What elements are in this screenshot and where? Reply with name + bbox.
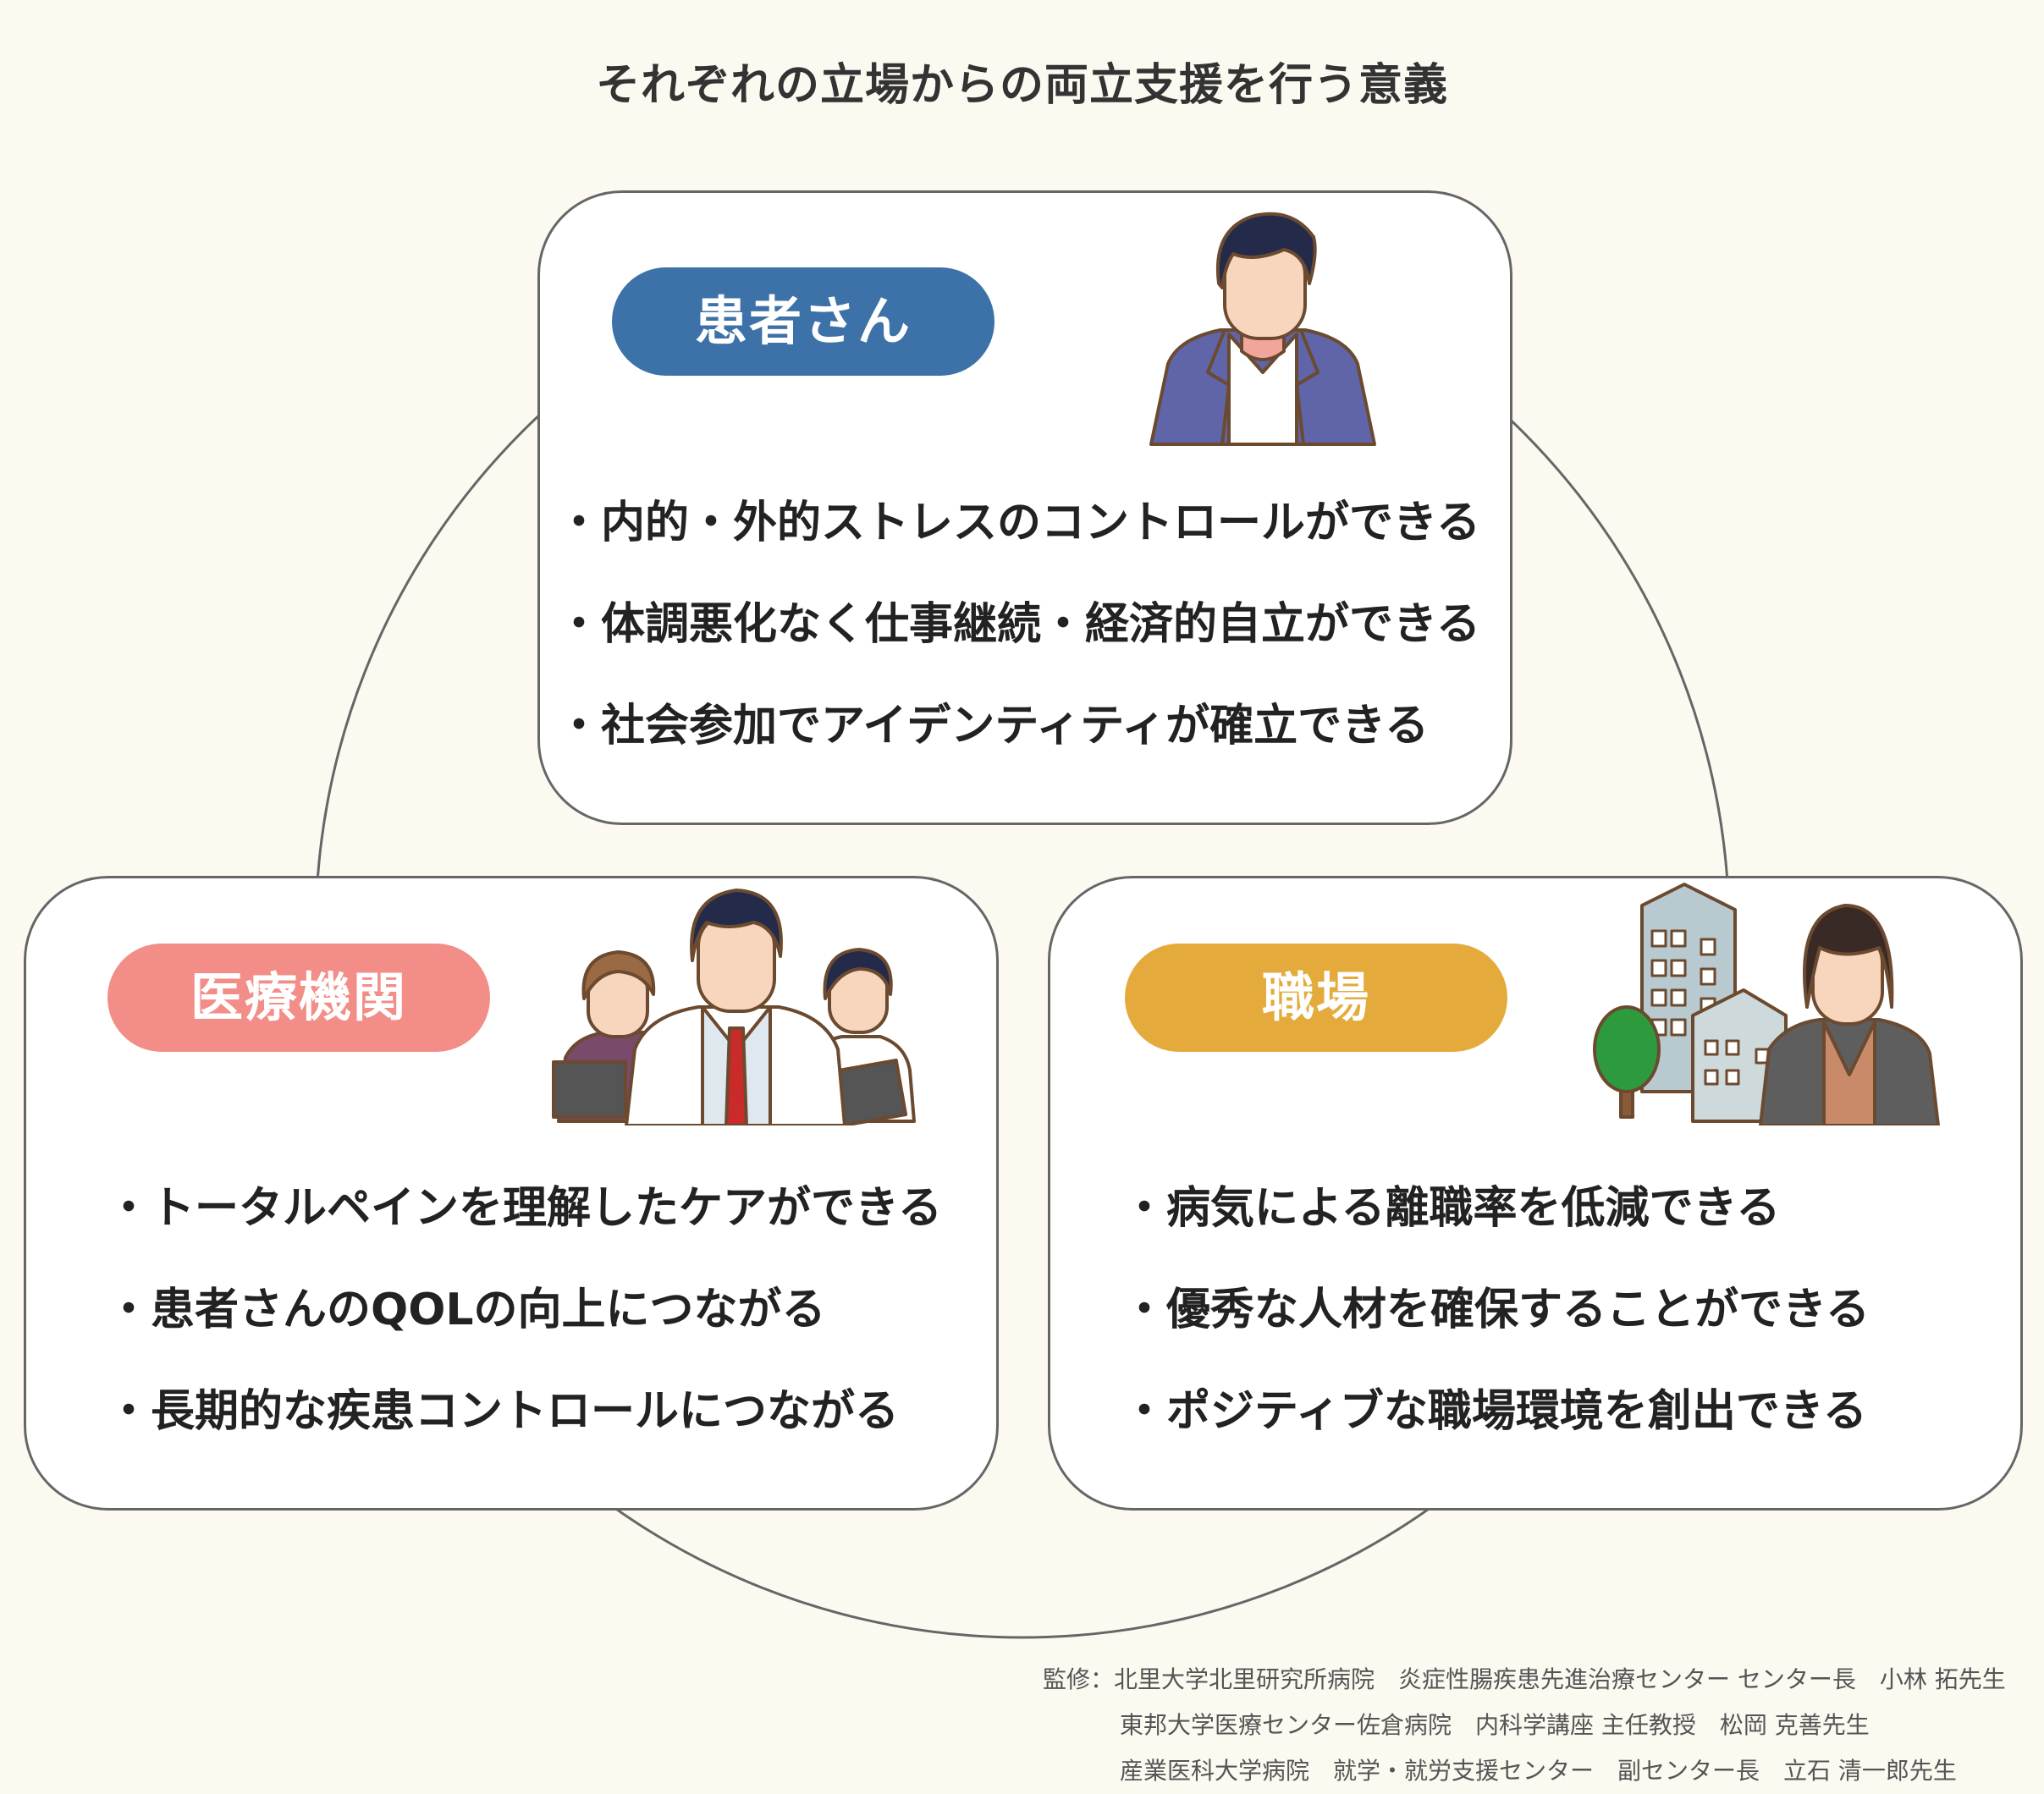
- list-item: 患者さんのQOLの向上につながる: [107, 1259, 942, 1361]
- medical-institution-label: 医療機関: [107, 944, 490, 1052]
- medical-staff-icon: [552, 889, 916, 1125]
- list-item: 病気による離職率を低減できる: [1122, 1158, 1870, 1259]
- workplace-label: 職場: [1125, 944, 1507, 1052]
- patient-card: 患者さん 内的・外的ストレスのコントロールができる 体調悪化なく仕事継続・経済的…: [537, 190, 1512, 825]
- page-title: それぞれの立場からの両立支援を行う意義: [595, 60, 1448, 111]
- supervision-credits: 監修：北里大学北里研究所病院 炎症性腸疾患先進治療センター センター長 小林 拓…: [1043, 1657, 2006, 1794]
- credit-line: 監修：北里大学北里研究所病院 炎症性腸疾患先進治療センター センター長 小林 拓…: [1043, 1665, 2006, 1693]
- list-item: ポジティブな職場環境を創出できる: [1122, 1361, 1870, 1462]
- credit-line: 産業医科大学病院 就学・就労支援センター 副センター長 立石 清一郎先生: [1120, 1757, 1957, 1785]
- patient-person-icon: [1149, 212, 1376, 446]
- patient-benefit-list: 内的・外的ストレスのコントロールができる 体調悪化なく仕事継続・経済的自立ができ…: [557, 472, 1480, 777]
- patient-label: 患者さん: [612, 267, 994, 376]
- credit-line: 東邦大学医療センター佐倉病院 内科学講座 主任教授 松岡 克善先生: [1120, 1711, 1870, 1739]
- list-item: トータルペインを理解したケアができる: [107, 1158, 942, 1259]
- list-item: 体調悪化なく仕事継続・経済的自立ができる: [557, 574, 1480, 675]
- list-item: 優秀な人材を確保することができる: [1122, 1259, 1870, 1361]
- list-item: 内的・外的ストレスのコントロールができる: [557, 472, 1480, 574]
- medical-benefit-list: トータルペインを理解したケアができる 患者さんのQOLの向上につながる 長期的な…: [107, 1158, 942, 1462]
- list-item: 社会参加でアイデンティティが確立できる: [557, 675, 1480, 777]
- list-item: 長期的な疾患コントロールにつながる: [107, 1361, 942, 1462]
- office-building-icon: [1593, 883, 1940, 1125]
- workplace-benefit-list: 病気による離職率を低減できる 優秀な人材を確保することができる ポジティブな職場…: [1122, 1158, 1870, 1462]
